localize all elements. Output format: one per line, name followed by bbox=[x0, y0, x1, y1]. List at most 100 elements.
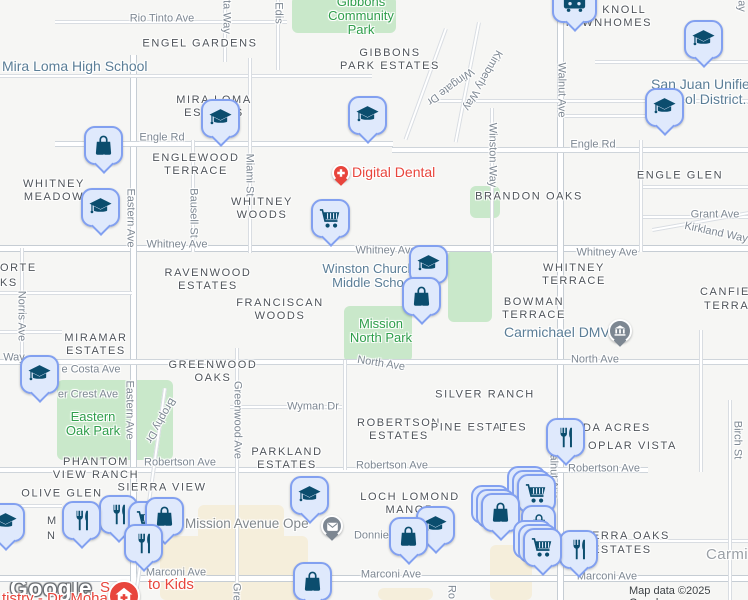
digital-dental-pin[interactable] bbox=[332, 164, 350, 186]
street-label-vertical: Walnut Ave bbox=[555, 62, 568, 118]
road bbox=[640, 185, 748, 189]
grocery-pin[interactable] bbox=[311, 199, 351, 247]
road bbox=[0, 245, 748, 252]
poi-label[interactable]: ol District... bbox=[685, 91, 748, 107]
store-pin[interactable] bbox=[84, 126, 124, 174]
street-label-vertical: Eastern Ave bbox=[123, 380, 136, 440]
park-area bbox=[344, 306, 412, 362]
street-label-vertical: ta Way bbox=[220, 0, 233, 34]
street-label: Engle Rd bbox=[139, 131, 185, 144]
pin-head bbox=[645, 88, 684, 127]
park-area bbox=[470, 186, 500, 218]
street-label-vertical: Bausell St bbox=[187, 188, 200, 238]
neighborhood-label: FRANCISCAN WOODS bbox=[236, 297, 324, 322]
street-label: Whitney Ave bbox=[576, 246, 638, 259]
shopping-bag-icon bbox=[152, 504, 177, 529]
government-icon bbox=[612, 323, 628, 339]
school-pin[interactable] bbox=[201, 99, 241, 147]
store-pin[interactable] bbox=[389, 517, 429, 565]
school-pin[interactable] bbox=[684, 20, 724, 68]
map-attribution: Map data ©2025 Google bbox=[629, 585, 711, 600]
street-label-vertical: Greenwood Ave bbox=[231, 380, 244, 460]
restaurant-pin[interactable] bbox=[124, 524, 164, 572]
poi-label[interactable]: tistry - Dr. Moha bbox=[2, 590, 108, 600]
road bbox=[20, 248, 24, 368]
transit-stop-pin[interactable] bbox=[552, 0, 598, 32]
school-pin[interactable] bbox=[0, 503, 26, 551]
medical-building-icon bbox=[113, 585, 135, 600]
shopping-cart-icon bbox=[530, 535, 555, 560]
shopping-bag-icon bbox=[396, 524, 421, 549]
street-label: Robertson Ave bbox=[144, 456, 216, 469]
road bbox=[276, 0, 280, 70]
store-pin[interactable] bbox=[402, 277, 442, 325]
kids-dentistry-pin[interactable] bbox=[108, 580, 140, 600]
poi-label[interactable]: Digital Dental bbox=[352, 164, 436, 180]
restaurant-icon bbox=[553, 425, 578, 450]
street-label-vertical: Greenwood Ave bbox=[230, 583, 243, 600]
commercial-area bbox=[378, 588, 433, 600]
graduation-cap-icon bbox=[416, 252, 441, 277]
school-pin[interactable] bbox=[81, 188, 121, 236]
street-label: er Crest Ave bbox=[57, 388, 119, 401]
street-label-vertical: Norris Ave bbox=[15, 290, 28, 342]
street-label: Grant Ave bbox=[690, 208, 740, 221]
street-label-vertical: Winston Way bbox=[486, 122, 499, 188]
neighborhood-label: WHITNEY MEADOW bbox=[23, 178, 85, 203]
post-office-pin[interactable] bbox=[321, 515, 343, 541]
school-pin[interactable] bbox=[290, 476, 330, 524]
neighborhood-label: GREENWOOD OAKS bbox=[168, 359, 258, 384]
street-label-vertical: Birch St bbox=[731, 420, 744, 460]
poi-label[interactable]: Carmic bbox=[706, 546, 748, 563]
street-label-vertical: ay bbox=[735, 0, 748, 12]
neighborhood-label: OLIVE GLEN bbox=[21, 487, 103, 500]
park-label: Mission North Park bbox=[349, 316, 413, 345]
dmv-pin[interactable] bbox=[608, 319, 632, 347]
street-label: Kirkland Way bbox=[683, 219, 748, 246]
restaurant-pin[interactable] bbox=[559, 530, 599, 578]
poi-label[interactable]: Mission Avenue Ope bbox=[185, 516, 309, 531]
road bbox=[639, 140, 643, 252]
neighborhood-label-fragment: ORTE bbox=[0, 262, 37, 274]
road bbox=[699, 330, 703, 472]
grocery-pin[interactable] bbox=[507, 466, 557, 522]
street-label: Robertson Ave bbox=[568, 462, 640, 475]
neighborhood-label: GIBBONS PARK ESTATES bbox=[340, 47, 440, 72]
neighborhood-label: RAVENWOOD ESTATES bbox=[164, 267, 252, 292]
store-pin[interactable] bbox=[293, 562, 333, 600]
poi-label[interactable]: San Juan Unified bbox=[651, 76, 748, 92]
street-label: e Costa Ave bbox=[61, 363, 121, 376]
neighborhood-label: SIERRA VIEW bbox=[117, 481, 207, 494]
school-pin[interactable] bbox=[645, 88, 685, 136]
poi-label[interactable]: Mira Loma High School bbox=[2, 58, 148, 74]
poi-label[interactable]: Carmichael DMV bbox=[504, 324, 610, 340]
neighborhood-label-fragment: TERRA bbox=[704, 300, 748, 312]
store-pin[interactable] bbox=[471, 485, 521, 541]
neighborhood-label: WHITNEY TERRACE bbox=[542, 262, 606, 287]
road bbox=[0, 330, 62, 334]
park-area bbox=[448, 250, 492, 322]
road bbox=[490, 108, 494, 253]
pin-head bbox=[546, 418, 585, 457]
poi-label[interactable]: to Kids bbox=[148, 576, 194, 593]
graduation-cap-icon bbox=[27, 362, 52, 387]
restaurant-pin[interactable] bbox=[62, 501, 102, 549]
shopping-bag-icon bbox=[91, 133, 116, 158]
graduation-cap-icon bbox=[0, 510, 18, 535]
restaurant-pin[interactable] bbox=[546, 418, 586, 466]
poi-label[interactable]: S bbox=[100, 579, 111, 596]
road bbox=[0, 74, 372, 78]
school-pin[interactable] bbox=[348, 96, 388, 144]
road bbox=[430, 99, 748, 103]
neighborhood-label: SILVER RANCH bbox=[435, 388, 535, 401]
grocery-pin[interactable] bbox=[513, 520, 563, 576]
shopping-cart-icon bbox=[318, 206, 343, 231]
graduation-cap-icon bbox=[88, 195, 113, 220]
bus-icon bbox=[560, 0, 589, 15]
commercial-area bbox=[198, 505, 284, 547]
school-pin[interactable] bbox=[20, 355, 60, 403]
road bbox=[235, 348, 239, 600]
road bbox=[0, 575, 748, 582]
neighborhood-label: PARKLAND ESTATES bbox=[251, 446, 323, 471]
